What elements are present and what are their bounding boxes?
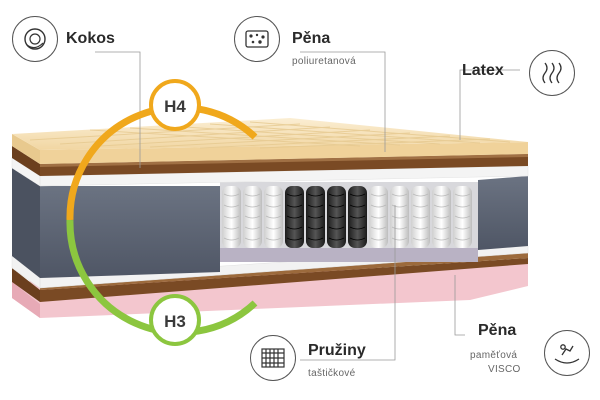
firmness-h4-label: H4 [164, 97, 186, 116]
memory-foam-icon [544, 330, 590, 376]
spring-pocket [348, 186, 367, 248]
latex-layer [12, 118, 528, 164]
side-foam-block [12, 168, 528, 278]
pruziny-title: Pružiny [308, 342, 366, 359]
firmness-h3-label: H3 [164, 312, 186, 331]
pena-top-subtitle: poliuretanová [292, 56, 356, 67]
spring-pocket [306, 186, 325, 248]
latex-waves-icon [529, 50, 575, 96]
spring-pocket [222, 186, 241, 248]
coconut-layer-top [12, 146, 528, 176]
pocket-springs-icon [250, 335, 296, 381]
pena-bottom-title: Pěna [478, 322, 517, 339]
spring-pocket [369, 186, 388, 248]
spring-pocket [264, 186, 283, 248]
pena-bottom-subtitle-line2: VISCO [488, 364, 521, 375]
spring-pocket [243, 186, 262, 248]
spring-pocket [432, 186, 451, 248]
latex-title: Latex [462, 62, 504, 79]
coconut-layer-bottom [12, 253, 528, 302]
memory-foam-layer [12, 262, 528, 318]
pena-top-title: Pěna [292, 30, 331, 47]
pruziny-subtitle: taštičkové [308, 368, 356, 379]
pena-bottom-subtitle-line1: paměťová [470, 350, 518, 361]
spring-pocket [285, 186, 304, 248]
kokos-title: Kokos [66, 30, 115, 47]
foam-icon [234, 16, 280, 62]
spring-pocket [411, 186, 430, 248]
spring-pocket [453, 186, 472, 248]
coconut-icon [12, 16, 58, 62]
spring-pocket [327, 186, 346, 248]
